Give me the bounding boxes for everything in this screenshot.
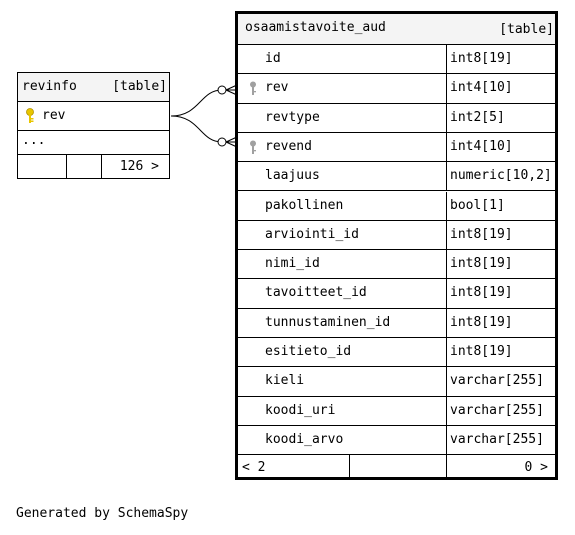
column-type: int8[19] [450, 344, 513, 359]
children-count[interactable]: 0 > [524, 460, 548, 475]
column-type: int2[5] [450, 109, 505, 125]
column-name[interactable]: rev [42, 108, 66, 123]
table-footer: 126 > [18, 155, 169, 178]
optional-marker-revend [217, 137, 227, 147]
key-icon-gold [26, 108, 34, 123]
column-name[interactable]: nimi_id [265, 256, 320, 272]
column-row-koodi-arvo[interactable]: koodi_arvo varchar[255] [238, 425, 555, 456]
column-row-laajuus[interactable]: laajuus numeric[10,2] [238, 162, 555, 192]
column-type: int8[19] [450, 51, 513, 66]
column-name[interactable]: tunnustaminen_id [265, 314, 391, 330]
column-name[interactable]: revtype [265, 109, 320, 125]
column-type: int8[19] [450, 285, 513, 301]
more-columns-row[interactable]: ... [18, 131, 169, 155]
column-row-rev[interactable]: rev [18, 102, 169, 131]
column-row-tavoitteet-id[interactable]: tavoitteet_id int8[19] [238, 279, 555, 309]
generated-by-text: Generated by SchemaSpy [16, 506, 189, 521]
key-icon-gray [250, 140, 256, 154]
table-name[interactable]: osaamistavoite_aud [245, 20, 386, 35]
table-header[interactable]: revinfo [table] [18, 73, 169, 102]
column-name[interactable]: rev [265, 80, 289, 96]
table-kind: [table] [499, 22, 554, 37]
table-kind: [table] [112, 79, 167, 94]
column-name[interactable]: laajuus [265, 168, 320, 184]
table-footer: < 2 0 > [238, 455, 555, 480]
key-icon-gray [250, 81, 256, 96]
column-row-revtype[interactable]: revtype int2[5] [238, 103, 555, 133]
column-name[interactable]: revend [265, 138, 312, 154]
table-osaamistavoite-aud[interactable]: osaamistavoite_aud [table] id int8[19] rev… [235, 11, 558, 480]
column-type: int8[19] [450, 226, 513, 242]
column-type: varchar[255] [450, 373, 544, 389]
column-type: numeric[10,2] [450, 168, 552, 184]
column-type: int4[10] [450, 138, 513, 154]
column-row-esitieto-id[interactable]: esitieto_id int8[19] [238, 338, 555, 368]
column-name[interactable]: esitieto_id [265, 344, 352, 359]
column-row-id[interactable]: id int8[19] [238, 45, 555, 75]
column-type: int4[10] [450, 80, 513, 96]
column-row-kieli[interactable]: kieli varchar[255] [238, 367, 555, 397]
relationship-revend-line[interactable] [170, 115, 223, 143]
column-row-tunnustaminen-id[interactable]: tunnustaminen_id int8[19] [238, 308, 555, 338]
optional-marker-rev [217, 85, 227, 95]
children-count[interactable]: 126 > [119, 159, 159, 174]
column-name[interactable]: pakollinen [265, 197, 344, 213]
ellipsis-text: ... [22, 133, 46, 148]
column-row-revend[interactable]: revend int4[10] [238, 132, 555, 163]
column-type: int8[19] [450, 314, 513, 330]
column-row-koodi-uri[interactable]: koodi_uri varchar[255] [238, 396, 555, 426]
column-type: int8[19] [450, 256, 513, 272]
column-type: varchar[255] [450, 402, 544, 418]
parents-count[interactable]: < 2 [242, 460, 266, 475]
table-revinfo[interactable]: revinfo [table] rev ... 126 > [17, 72, 170, 179]
table-header[interactable]: osaamistavoite_aud [table] [238, 14, 555, 45]
relationship-rev-line[interactable] [170, 89, 223, 117]
column-type: bool[1] [450, 197, 505, 213]
column-type: varchar[255] [450, 431, 544, 447]
table-name[interactable]: revinfo [22, 79, 77, 94]
column-row-pakollinen[interactable]: pakollinen bool[1] [238, 191, 555, 221]
column-row-arviointi-id[interactable]: arviointi_id int8[19] [238, 220, 555, 251]
column-row-nimi-id[interactable]: nimi_id int8[19] [238, 250, 555, 280]
column-row-rev[interactable]: rev int4[10] [238, 74, 555, 104]
column-name[interactable]: arviointi_id [265, 226, 359, 242]
column-name[interactable]: kieli [265, 373, 305, 389]
column-name[interactable]: tavoitteet_id [265, 285, 367, 301]
column-name[interactable]: id [265, 51, 281, 66]
column-name[interactable]: koodi_uri [265, 402, 336, 418]
column-name[interactable]: koodi_arvo [265, 431, 344, 447]
